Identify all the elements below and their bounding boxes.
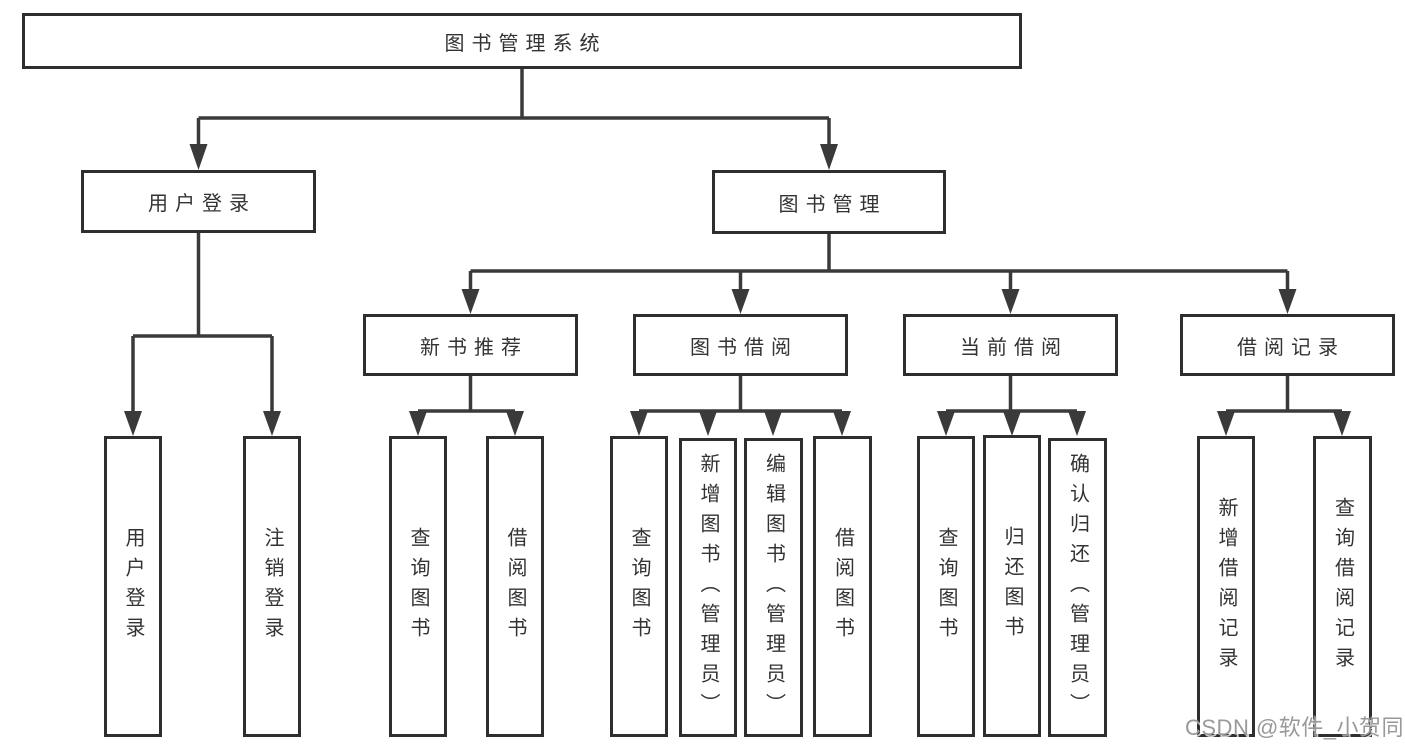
leaf-user-login-label: 用户登录 bbox=[122, 526, 144, 647]
node-user-login-label: 用户登录 bbox=[148, 193, 256, 215]
node-book-management: 图书管理 bbox=[712, 170, 946, 234]
node-borrowing-records-label: 借阅记录 bbox=[1237, 336, 1345, 359]
leaf-br-query-record-label: 查询借阅记录 bbox=[1331, 496, 1354, 677]
leaf-bb-query-books-label: 查询图书 bbox=[628, 526, 650, 647]
leaf-nbr-query-books-label: 查询图书 bbox=[407, 526, 429, 647]
node-current-borrowing: 当前借阅 bbox=[903, 314, 1118, 376]
leaf-bb-add-books-admin: 新增图书（管理员） bbox=[679, 438, 737, 737]
leaf-cb-confirm-return-admin: 确认归还（管理员） bbox=[1048, 438, 1107, 737]
leaf-cb-return-books-label: 归还图书 bbox=[1001, 526, 1023, 646]
leaf-nbr-borrow-books: 借阅图书 bbox=[486, 436, 544, 737]
node-root: 图书管理系统 bbox=[22, 13, 1022, 69]
node-book-management-label: 图书管理 bbox=[778, 193, 887, 216]
node-new-book-recommend-label: 新书推荐 bbox=[420, 336, 528, 359]
node-book-borrowing: 图书借阅 bbox=[633, 314, 848, 376]
node-user-login: 用户登录 bbox=[81, 170, 316, 233]
leaf-cb-query-books-label: 查询图书 bbox=[935, 526, 957, 647]
leaf-br-add-record-label: 新增借阅记录 bbox=[1215, 496, 1237, 677]
leaf-nbr-query-books: 查询图书 bbox=[389, 436, 447, 737]
leaf-bb-add-books-admin-label: 新增图书（管理员） bbox=[697, 452, 719, 723]
leaf-bb-query-books: 查询图书 bbox=[610, 436, 668, 737]
leaf-logout: 注销登录 bbox=[243, 436, 301, 737]
leaf-bb-borrow-books-label: 借阅图书 bbox=[831, 526, 854, 647]
leaf-cb-confirm-return-admin-label: 确认归还（管理员） bbox=[1066, 452, 1089, 723]
leaf-user-login: 用户登录 bbox=[104, 436, 162, 737]
node-borrowing-records: 借阅记录 bbox=[1180, 314, 1395, 376]
node-book-borrowing-label: 图书借阅 bbox=[690, 336, 798, 359]
csdn-watermark: CSDN @软件_小贺同学 bbox=[1185, 715, 1405, 740]
leaf-br-query-record: 查询借阅记录 bbox=[1313, 436, 1372, 737]
leaf-logout-label: 注销登录 bbox=[261, 526, 283, 647]
leaf-nbr-borrow-books-label: 借阅图书 bbox=[504, 526, 526, 647]
leaf-br-add-record: 新增借阅记录 bbox=[1197, 436, 1255, 737]
leaf-bb-borrow-books: 借阅图书 bbox=[813, 436, 872, 737]
leaf-bb-edit-books-admin-label: 编辑图书（管理员） bbox=[762, 452, 785, 723]
node-new-book-recommend: 新书推荐 bbox=[363, 314, 578, 376]
node-root-label: 图书管理系统 bbox=[444, 32, 607, 55]
leaf-cb-return-books: 归还图书 bbox=[983, 435, 1041, 737]
node-current-borrowing-label: 当前借阅 bbox=[960, 336, 1068, 359]
leaf-cb-query-books: 查询图书 bbox=[917, 436, 975, 737]
leaf-bb-edit-books-admin: 编辑图书（管理员） bbox=[744, 438, 803, 737]
